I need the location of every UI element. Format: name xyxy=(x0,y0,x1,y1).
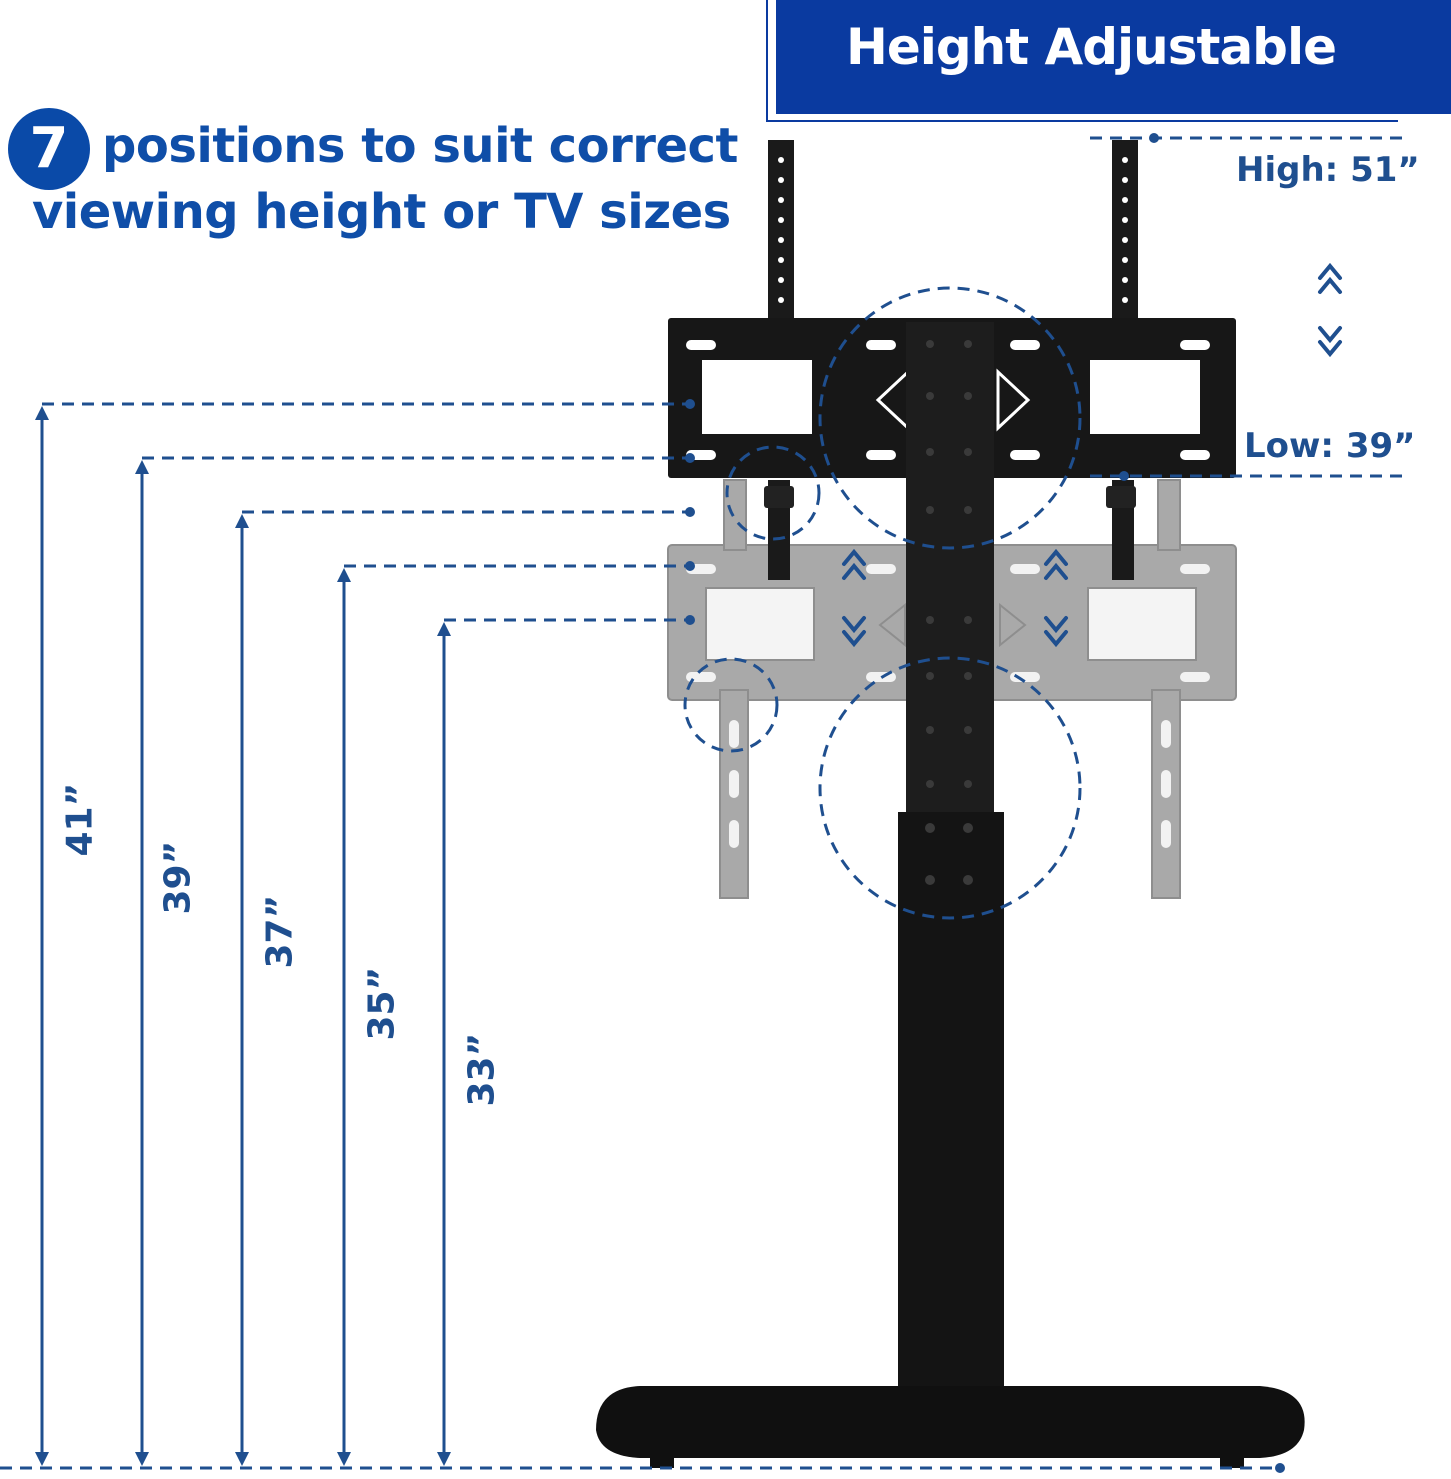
down-chevron-icon xyxy=(1318,340,1342,358)
badge-outline xyxy=(766,0,1398,122)
arrow-up-icon xyxy=(337,568,351,582)
dimension-label-41: 41” xyxy=(59,782,101,857)
up-chevron-icon xyxy=(842,548,866,566)
arrow-down-icon xyxy=(437,1452,451,1466)
dimension-label-35: 35” xyxy=(361,966,403,1041)
dimension-guide-dot xyxy=(685,561,695,571)
up-chevron-icon xyxy=(1318,276,1342,294)
up-chevron-icon xyxy=(842,562,866,580)
title-badge xyxy=(776,0,1451,114)
dimension-guide-dot xyxy=(685,507,695,517)
arrow-up-icon xyxy=(35,406,49,420)
dimension-label-39: 39” xyxy=(157,840,199,915)
low-label: Low: 39” xyxy=(1244,426,1416,466)
down-chevron-icon xyxy=(1044,616,1068,634)
arrow-up-icon xyxy=(437,622,451,636)
arrow-up-icon xyxy=(235,514,249,528)
up-chevron-icon xyxy=(1044,562,1068,580)
down-chevron-icon xyxy=(842,616,866,634)
dimension-lines xyxy=(35,399,695,1466)
down-chevron-icon xyxy=(842,630,866,648)
stand-base xyxy=(596,1386,1305,1468)
dimension-guide-dot xyxy=(685,615,695,625)
badge-title: Height Adjustable xyxy=(845,18,1337,76)
position-count-badge: 7 xyxy=(8,108,90,190)
up-chevron-icon xyxy=(1044,548,1068,566)
arrow-up-icon xyxy=(135,460,149,474)
dimension-label-33: 33” xyxy=(461,1032,503,1107)
high-label: High: 51” xyxy=(1236,150,1420,190)
headline-line-1: positions to suit correct xyxy=(102,118,738,174)
dimension-label-37: 37” xyxy=(259,894,301,969)
down-chevron-icon xyxy=(1318,326,1342,344)
arrow-down-icon xyxy=(235,1452,249,1466)
dimension-guide-dot xyxy=(685,399,695,409)
down-chevron-icon xyxy=(1044,630,1068,648)
up-chevron-icon xyxy=(1318,262,1342,280)
arrow-down-icon xyxy=(135,1452,149,1466)
stand-pole xyxy=(898,322,1004,1432)
arrow-down-icon xyxy=(35,1452,49,1466)
arrow-down-icon xyxy=(337,1452,351,1466)
headline-line-2: viewing height or TV sizes xyxy=(32,184,731,240)
dimension-guide-dot xyxy=(685,453,695,463)
